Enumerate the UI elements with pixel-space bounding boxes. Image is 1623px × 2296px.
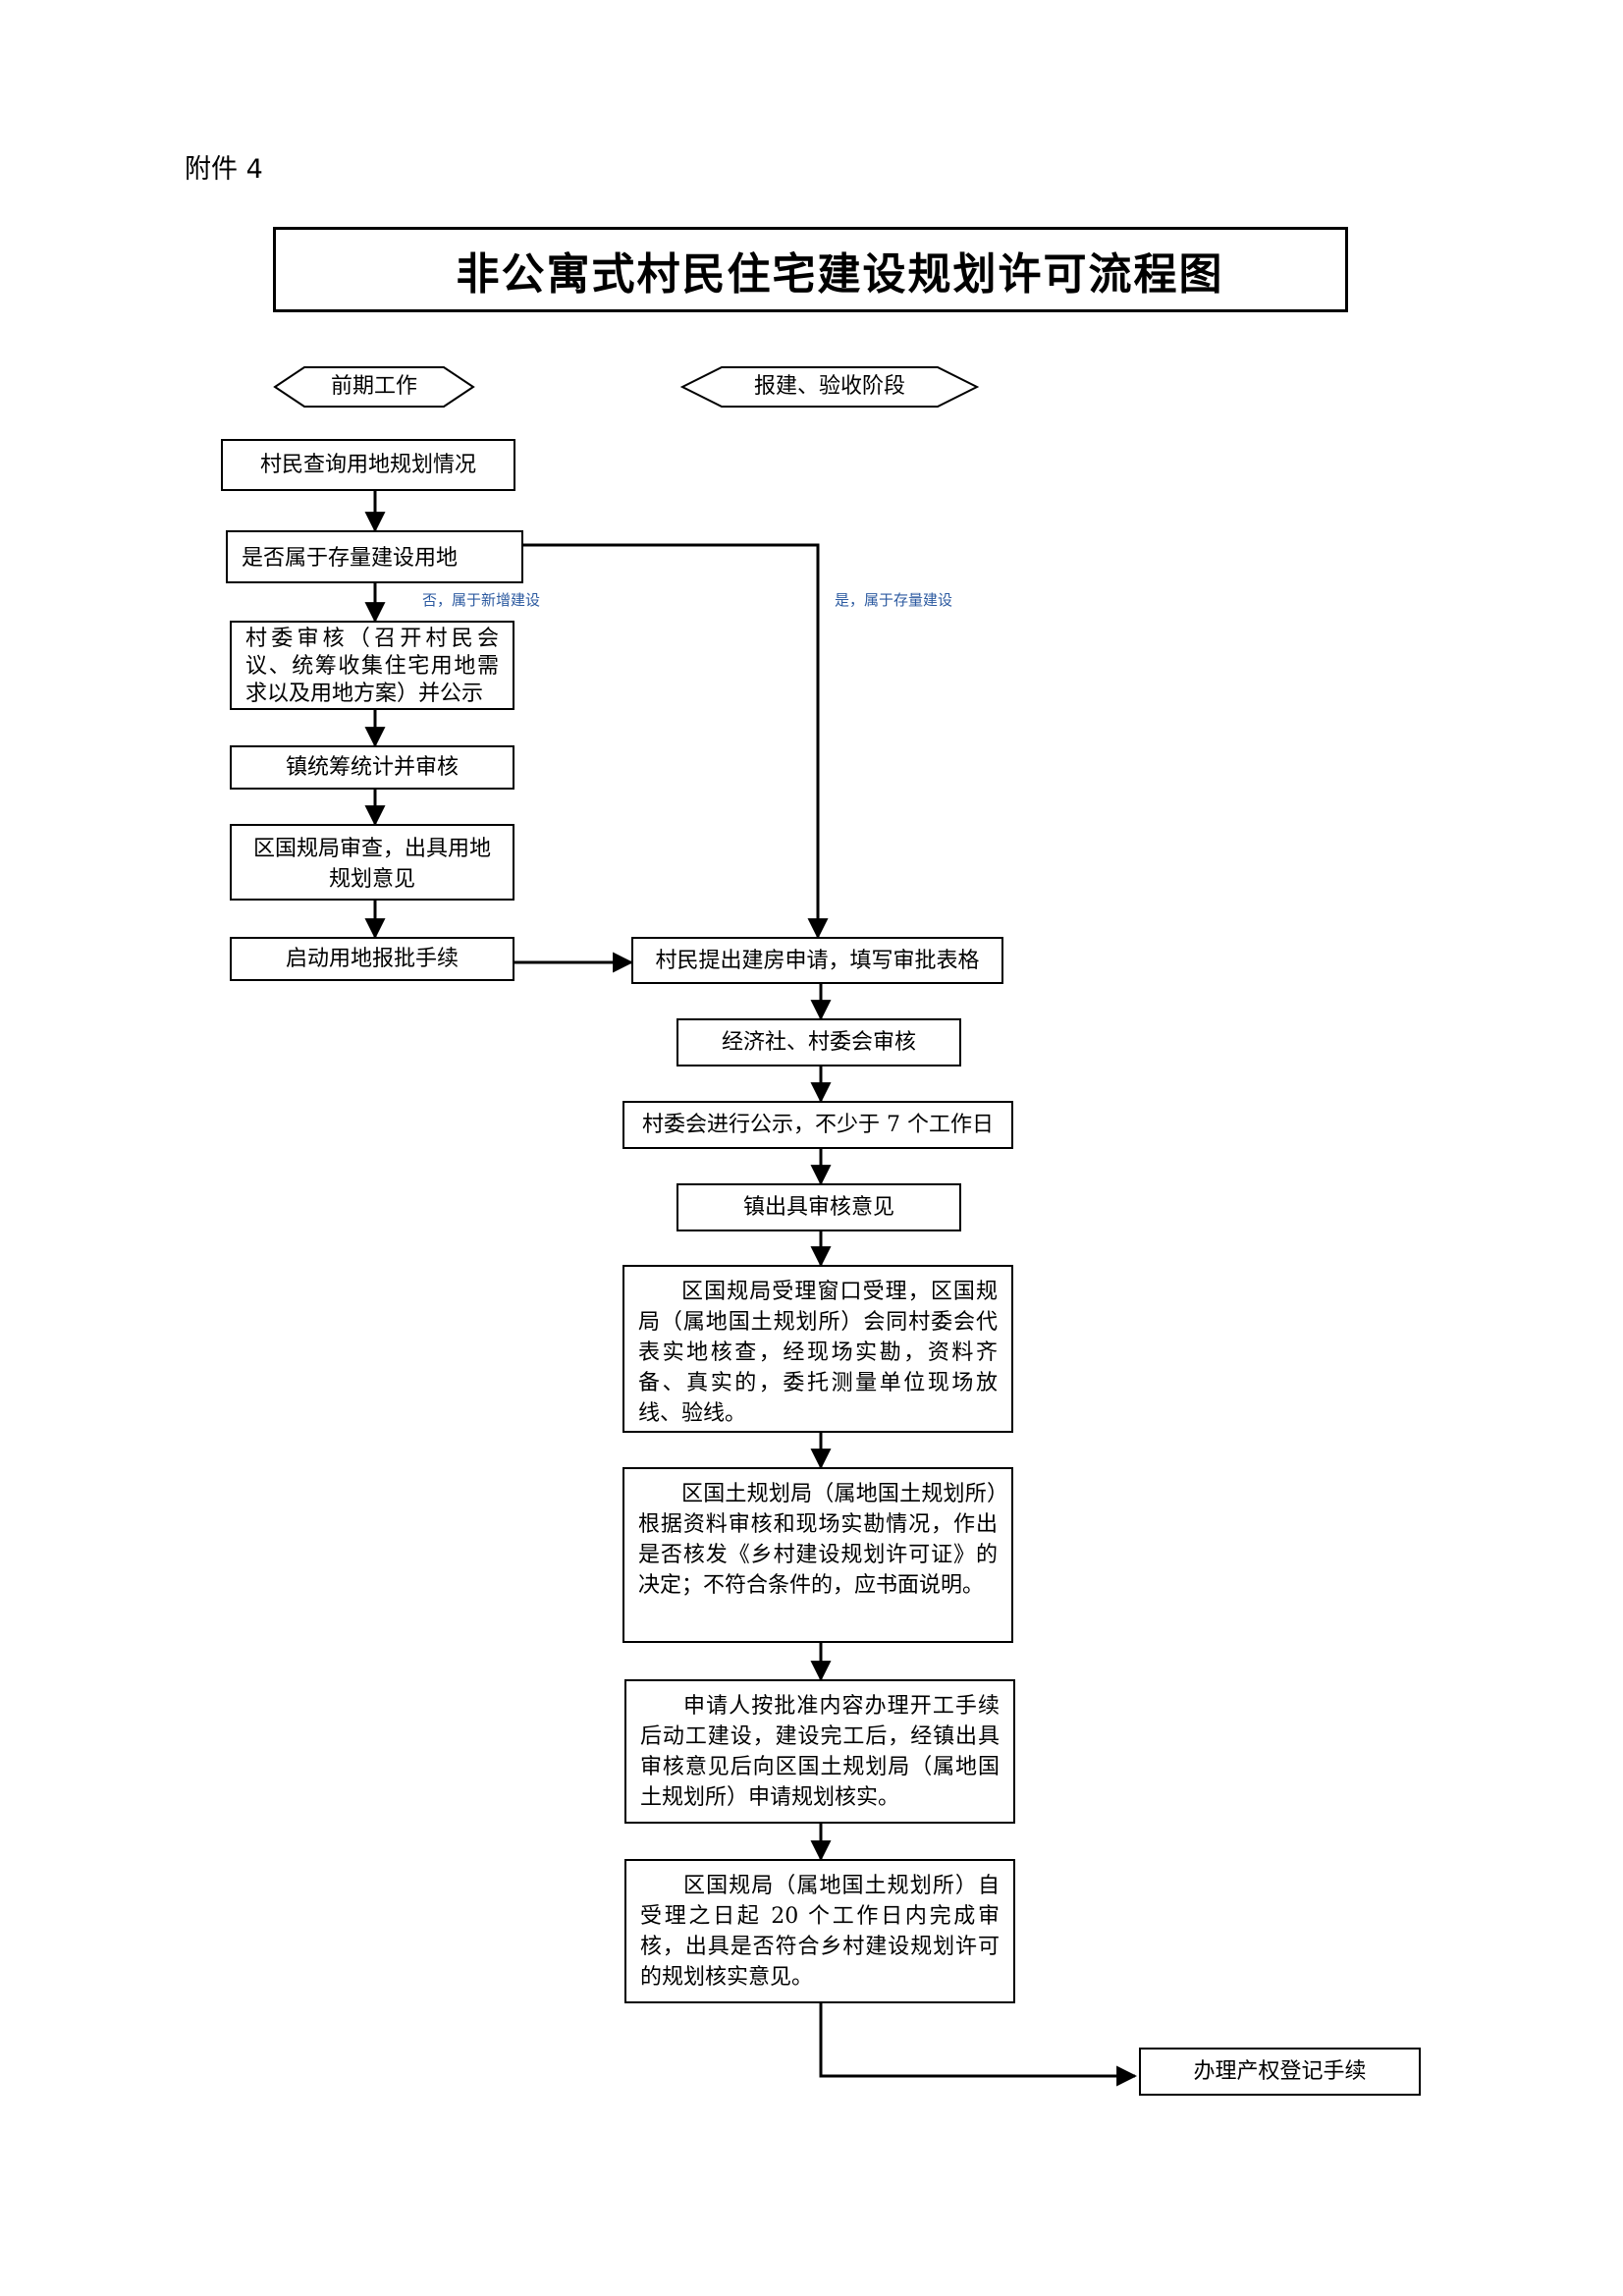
step-verify: 区国规局（属地国土规划所）自受理之日起 20 个工作日内完成审核，出具是否符合乡… [624,1859,1015,2003]
note-no-branch: 否，属于新增建设 [422,591,541,609]
arrow-verify-to-property [819,2003,1138,2087]
step-town-stats: 镇统筹统计并审核 [230,745,514,790]
step-apply: 村民提出建房申请，填写审批表格 [631,937,1003,984]
step-town-opinion: 镇出具审核意见 [676,1183,961,1231]
step-publicity: 村委会进行公示，不少于 7 个工作日 [622,1101,1013,1149]
step-property-registration: 办理产权登记手续 [1139,2048,1421,2096]
step-start-approval: 启动用地报批手续 [230,937,514,981]
step-decide-permit: 区国土规划局（属地国土规划所）根据资料审核和现场实勘情况，作出是否核发《乡村建设… [622,1467,1013,1643]
step-district-review: 区国规局审查，出具用地规划意见 [230,824,514,901]
step-window-accept: 区国规局受理窗口受理，区国规局（属地国土规划所）会同村委会代表实地核查，经现场实… [622,1265,1013,1433]
phase-early-label: 前期工作 [330,374,417,399]
note-yes-branch: 是，属于存量建设 [835,591,953,609]
attachment-label: 附件 4 [185,154,263,185]
title-box: 非公寓式村民住宅建设规划许可流程图 [273,227,1348,312]
step-start-construction: 申请人按批准内容办理开工手续后动工建设，建设完工后，经镇出具审核意见后向区国土规… [624,1679,1015,1824]
page-title: 非公寓式村民住宅建设规划许可流程图 [456,248,1224,300]
step-village-review: 村委审核（召开村民会议、统筹收集住宅用地需求以及用地方案）并公示 [230,621,514,710]
phase-build-shape [679,366,980,408]
step-coop-review: 经济社、村委会审核 [676,1018,961,1066]
arrow-yes-branch [523,543,829,940]
step-query: 村民查询用地规划情况 [221,439,515,491]
phase-build-label: 报建、验收阶段 [753,374,905,399]
phase-early-shape [273,366,475,408]
step-is-stock-decision: 是否属于存量建设用地 [226,530,523,583]
